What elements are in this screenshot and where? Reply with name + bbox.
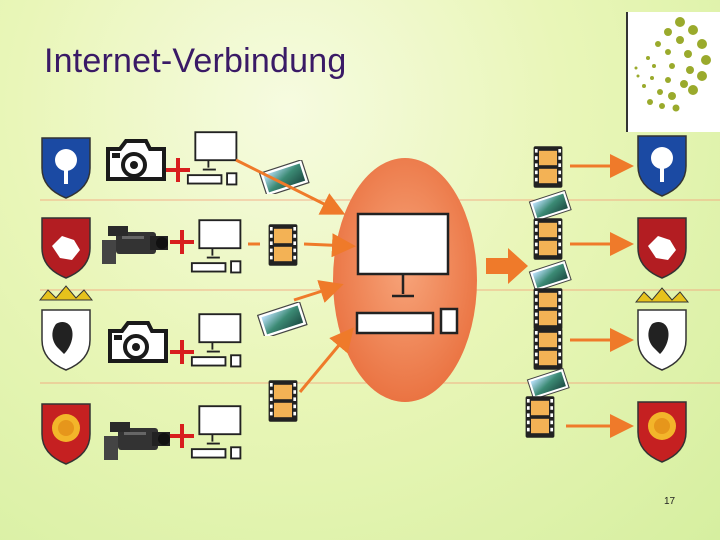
row-4	[41, 380, 298, 465]
plus-icon	[170, 424, 194, 448]
photo-icon	[257, 302, 308, 336]
film-strip-icon	[268, 224, 298, 266]
slide-title: Internet-Verbindung	[44, 42, 347, 80]
input-arrows	[235, 158, 356, 393]
computer-icon	[190, 405, 242, 460]
plus-icons	[166, 158, 194, 448]
coat-of-arms-sun	[637, 401, 687, 463]
output-arrow-icon	[486, 248, 528, 284]
arrow-icon	[298, 327, 354, 393]
coat-of-arms-st-george	[41, 217, 91, 279]
row-1	[41, 131, 310, 199]
photo-icon	[526, 368, 570, 398]
film-strip-icon	[533, 218, 563, 260]
coat-of-arms-sun	[41, 403, 91, 465]
photo-icon	[528, 260, 572, 290]
plus-icon	[170, 340, 194, 364]
coat-of-arms-tree	[637, 135, 687, 197]
row-3	[38, 285, 308, 371]
photo-camera-icon	[110, 323, 166, 361]
film-strip-icon	[533, 328, 563, 370]
film-strip-icon	[533, 288, 563, 330]
computer-icon	[186, 131, 238, 186]
coat-of-arms-st-george	[637, 217, 687, 279]
arrow-icon	[303, 233, 356, 258]
output-arrows	[566, 154, 634, 438]
film-strip-icon	[268, 380, 298, 422]
computer-icon	[190, 313, 242, 368]
logo-dots-icon	[634, 17, 711, 112]
server-computer-icon	[355, 212, 459, 335]
media-stream	[525, 146, 572, 438]
server-icon	[333, 158, 477, 402]
video-camera-icon	[102, 226, 168, 264]
plus-icon	[166, 158, 190, 182]
page-number: 17	[664, 496, 676, 507]
photo-icon	[528, 190, 572, 220]
photo-icon	[259, 160, 310, 194]
arrow-icon	[293, 280, 344, 303]
coat-of-arms-berlin-bear	[38, 285, 94, 371]
computer-icon	[190, 219, 242, 274]
photo-camera-icon	[108, 141, 164, 179]
destination-coats	[634, 135, 690, 463]
video-camera-icon	[104, 422, 170, 460]
plus-icon	[170, 230, 194, 254]
film-strip-icon	[525, 396, 555, 438]
coat-of-arms-tree	[41, 137, 91, 199]
row-2	[41, 217, 298, 279]
coat-of-arms-berlin-bear	[634, 287, 690, 371]
film-strip-icon	[533, 146, 563, 188]
arrow-icon	[235, 158, 346, 215]
